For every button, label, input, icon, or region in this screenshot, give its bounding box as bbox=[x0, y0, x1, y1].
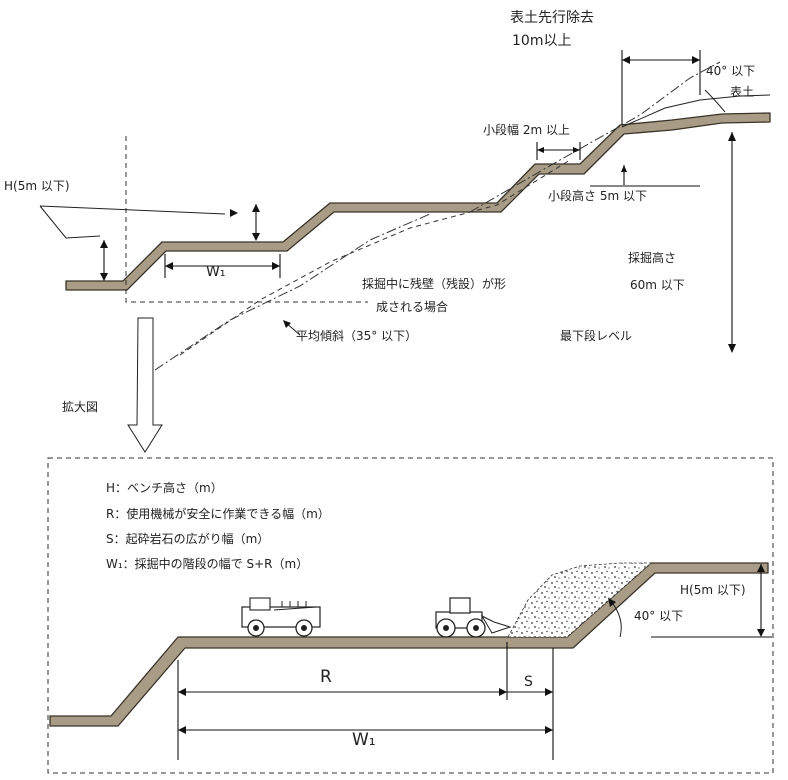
topsoil-removal-width: 10m以上 bbox=[512, 33, 571, 49]
left-wedge bbox=[39, 205, 226, 239]
mining-depth-label: 採掘高さ bbox=[628, 250, 676, 265]
s-label: S bbox=[524, 674, 533, 690]
wall-formed-line2: 成される場合 bbox=[376, 299, 448, 314]
small-step-height-dim bbox=[590, 165, 700, 187]
bottom-bench-height-label: H(5m 以下) bbox=[680, 583, 746, 597]
legend-w: W₁：採掘中の階段の幅で S+R（m） bbox=[106, 556, 308, 571]
small-step-width: 小段幅 2m 以上 bbox=[483, 122, 570, 137]
bottom-diagram: H：ベンチ高さ（m） R：使用機械が安全に作業できる幅（m） S：起砕岩石の広が… bbox=[47, 457, 774, 774]
topsoil-angle-arc bbox=[704, 89, 726, 113]
r-dim bbox=[177, 642, 508, 760]
topsoil-removal-title: 表土先行除去 bbox=[510, 10, 594, 26]
bottom-ground-profile bbox=[49, 562, 769, 727]
average-slope-label: 平均傾斜（35° 以下） bbox=[296, 329, 417, 343]
face-angle-label: 40° 以下 bbox=[634, 609, 683, 623]
topsoil-angle: 40° 以下 bbox=[706, 64, 755, 78]
top-bench-height-label: H(5m 以下) bbox=[4, 179, 70, 193]
small-step-width-dim bbox=[536, 142, 581, 160]
enlarge-frame-top bbox=[125, 136, 368, 303]
enlarged-view-label: 拡大図 bbox=[62, 400, 98, 414]
dump-truck-icon bbox=[241, 597, 321, 637]
legend-h: H：ベンチ高さ（m） bbox=[106, 480, 223, 495]
topsoil-width-dim bbox=[621, 50, 701, 125]
average-slope-line-1 bbox=[179, 159, 571, 356]
bottom-h-dim bbox=[651, 564, 772, 638]
top-w1-label: W₁ bbox=[206, 264, 225, 280]
average-slope-line-2 bbox=[154, 213, 431, 371]
mining-depth-value: 60m 以下 bbox=[630, 278, 685, 292]
small-step-height: 小段高さ 5m 以下 bbox=[548, 188, 647, 203]
wheel-loader-icon bbox=[435, 597, 512, 638]
s-dim bbox=[507, 648, 554, 760]
top-ground-profile bbox=[65, 112, 771, 291]
enlarge-arrow bbox=[127, 317, 163, 453]
r-label: R bbox=[320, 667, 332, 687]
top-diagram: 表土先行除去 10m以上 40° 以下 表土 小段幅 2m 以上 小段高さ 5m… bbox=[4, 10, 771, 453]
topsoil-label: 表土 bbox=[730, 85, 754, 99]
topsoil-surface-line bbox=[621, 94, 771, 128]
rubble-pile bbox=[507, 562, 653, 638]
enlarged-frame bbox=[47, 457, 774, 774]
lowest-level-label: 最下段レベル bbox=[560, 328, 632, 343]
wall-formed-line1: 採掘中に残壁（残設）が形 bbox=[362, 276, 506, 291]
w1-label: W₁ bbox=[352, 730, 376, 750]
legend-r: R：使用機械が安全に作業できる幅（m） bbox=[106, 506, 330, 521]
legend-s: S：起砕岩石の広がり幅（m） bbox=[106, 531, 269, 546]
